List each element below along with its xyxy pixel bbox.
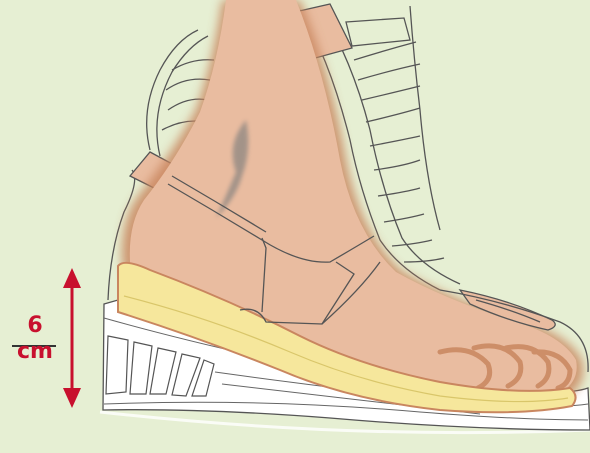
- height-measurement-label: 6 cm: [6, 313, 64, 365]
